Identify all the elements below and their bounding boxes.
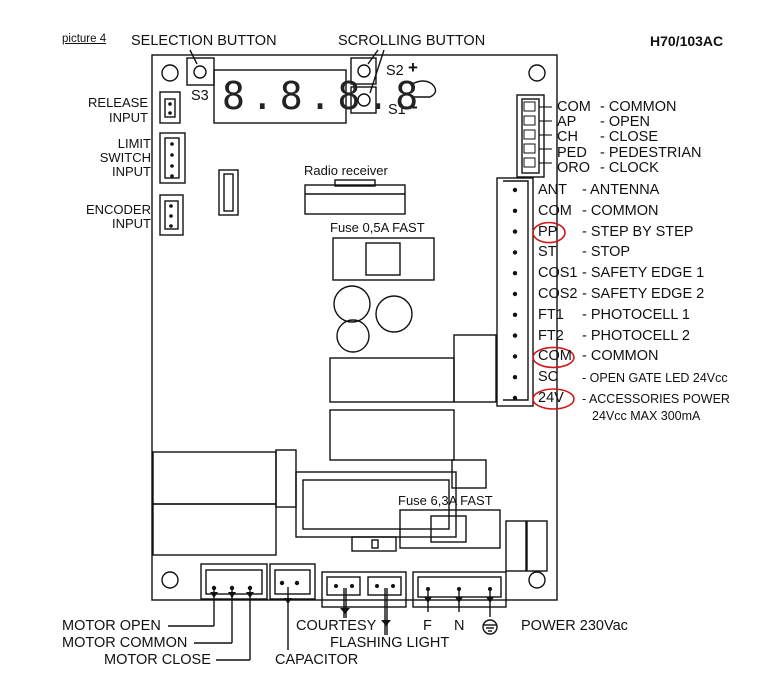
terminal-code: ST: [538, 244, 557, 261]
fuse-05a-label: Fuse 0,5A FAST: [330, 220, 425, 235]
seven-segment-display: [213, 69, 347, 124]
selection-button-label: SELECTION BUTTON: [131, 33, 277, 49]
s2-sign: +: [408, 58, 418, 77]
terminal-code: COM: [538, 348, 572, 365]
terminal-code: FT2: [538, 327, 564, 344]
scrolling-button-label: SCROLLING BUTTON: [338, 33, 486, 49]
small-connector-desc: - COMMON: [600, 99, 677, 115]
terminal-screw: [512, 250, 518, 255]
terminal-screw: [512, 229, 518, 234]
terminal-code: 24V: [538, 390, 564, 406]
mounting-hole: [161, 571, 179, 589]
limit-switch-connector: [159, 132, 186, 184]
main-terminal-block: [496, 177, 534, 407]
terminal-desc: - PHOTOCELL 1: [582, 306, 690, 323]
terminal-code: COM: [538, 202, 572, 219]
mounting-hole: [161, 64, 179, 82]
release-input-label-2: INPUT: [109, 110, 148, 125]
s1-button[interactable]: [350, 86, 377, 114]
radio-receiver-slot: [304, 184, 406, 215]
neutral-n-label: N: [454, 618, 465, 634]
motor-open-label: MOTOR OPEN: [62, 618, 161, 634]
encoder-input-label-1: ENCODER: [85, 202, 151, 217]
capacitor-connector: [269, 563, 316, 600]
small-connector-desc: - CLOCK: [600, 159, 659, 176]
terminal-screw: [512, 187, 518, 193]
s1-sign: -: [412, 97, 418, 116]
terminal-screw: [512, 333, 518, 338]
terminal-screw: [512, 395, 518, 401]
s3-label: S3: [191, 88, 209, 104]
terminal-desc: - STOP: [582, 244, 631, 261]
limit-switch-label-2: SWITCH: [99, 150, 151, 165]
terminal-code: COS1: [538, 265, 578, 282]
s2-button[interactable]: [350, 57, 377, 85]
terminal-screw: [512, 354, 518, 359]
terminal-code: SC: [538, 369, 559, 386]
terminal-desc: - ANTENNA: [582, 182, 660, 198]
model-title: H70/103AC: [650, 33, 724, 49]
accessories-power-note: 24Vcc MAX 300mA: [592, 409, 701, 423]
terminal-desc: - COMMON: [582, 202, 659, 219]
power-230vac-label: POWER 230Vac: [521, 618, 628, 634]
mounting-hole: [528, 571, 546, 589]
terminal-code: FT1: [538, 306, 564, 323]
small-connector-code: PED: [557, 144, 587, 161]
terminal-code: COS2: [538, 286, 578, 302]
terminal-screw: [512, 208, 518, 213]
motor-common-label: MOTOR COMMON: [62, 635, 188, 651]
motor-close-label: MOTOR CLOSE: [104, 652, 211, 668]
terminal-desc: - OPEN GATE LED 24Vcc: [582, 371, 728, 386]
s1-label: S1: [388, 102, 406, 118]
mounting-hole: [528, 64, 546, 82]
capacitor-label: CAPACITOR: [275, 652, 359, 668]
small-connector-code: CH: [557, 129, 578, 146]
small-connector-desc: - CLOSE: [600, 129, 659, 146]
small-connector-code: ORO: [557, 159, 591, 176]
terminal-desc: - PHOTOCELL 2: [582, 327, 690, 344]
board-outline: [151, 54, 558, 601]
terminal-code: PP: [538, 223, 558, 240]
highlight-circle: [532, 388, 575, 410]
phase-f-label: F: [423, 618, 432, 634]
release-input-label-1: RELEASE: [88, 95, 148, 110]
s2-label: S2: [386, 63, 404, 79]
terminal-desc: - SAFETY EDGE 2: [582, 286, 705, 302]
small-terminal-connector: [516, 94, 545, 178]
display-digits: 8.8.8.8: [222, 74, 425, 118]
picture-label: picture 4: [62, 33, 107, 45]
small-connector-code: COM: [557, 99, 591, 115]
release-input-connector: [159, 91, 181, 124]
limit-switch-label-3: INPUT: [112, 164, 151, 179]
fuse-05a: [332, 237, 435, 281]
terminal-desc: - COMMON: [582, 348, 659, 365]
fuse-63a: [399, 509, 501, 549]
radio-receiver-label: Radio receiver: [304, 163, 388, 178]
highlight-circle: [532, 346, 575, 369]
small-connector-desc: - OPEN: [600, 114, 650, 131]
terminal-screw: [512, 375, 518, 380]
courtesy-flashing-connector: [321, 571, 407, 608]
terminal-screw: [512, 312, 518, 317]
s3-button[interactable]: [186, 57, 215, 86]
flashing-light-label: FLASHING LIGHT: [330, 635, 450, 651]
small-connector-desc: - PEDESTRIAN: [600, 144, 702, 161]
small-connector-code: AP: [557, 114, 577, 131]
terminal-screw: [512, 291, 518, 297]
highlight-circle: [532, 221, 566, 244]
courtesy-label: COURTESY: [296, 618, 377, 634]
terminal-screw: [512, 271, 518, 276]
ground-icon: [482, 619, 498, 635]
terminal-desc: - STEP BY STEP: [582, 223, 694, 240]
encoder-input-connector: [159, 194, 184, 236]
limit-switch-label-1: LIMIT: [117, 136, 151, 151]
terminal-desc: - ACCESSORIES POWER: [582, 392, 730, 406]
terminal-code: ANT: [538, 182, 567, 198]
fuse-63a-label: Fuse 6,3A FAST: [398, 493, 493, 508]
motor-connector: [200, 563, 268, 600]
terminal-desc: - SAFETY EDGE 1: [582, 265, 705, 282]
encoder-input-label-2: INPUT: [112, 216, 151, 231]
